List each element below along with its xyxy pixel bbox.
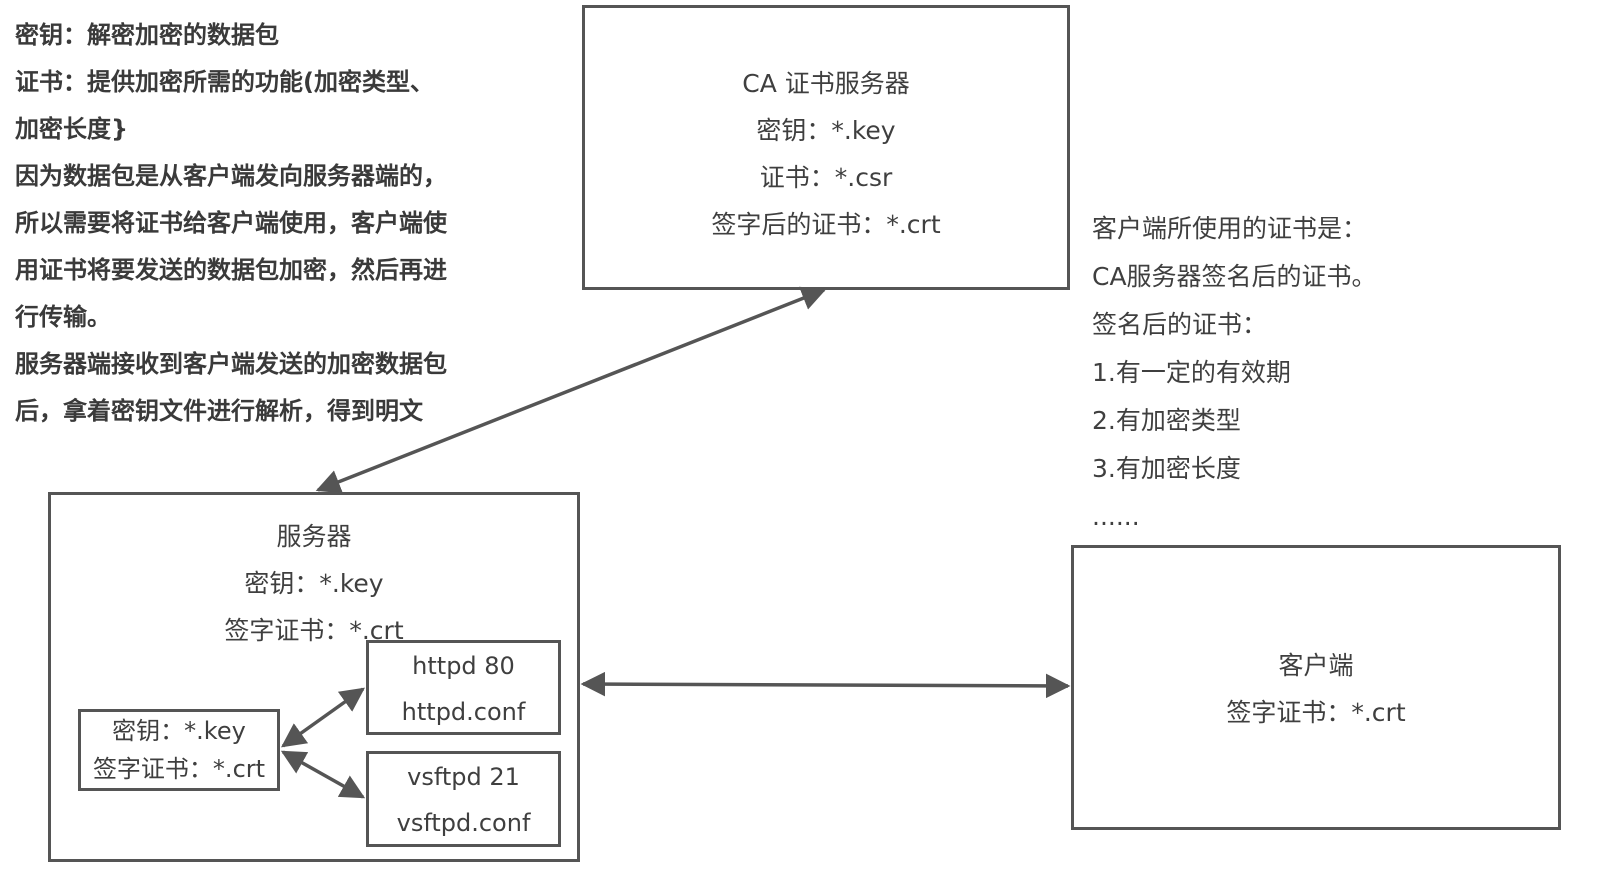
ca-key: 密钥：*.key (756, 116, 896, 145)
note-line: 用证书将要发送的数据包加密，然后再进 (15, 256, 447, 284)
client-title: 客户端 (1278, 651, 1354, 680)
server-title: 服务器 (276, 522, 352, 551)
httpd-box: httpd 80 httpd.conf (366, 640, 561, 735)
ca-title: CA 证书服务器 (742, 69, 910, 98)
explanation-notes: 密钥：解密加密的数据包 证书：提供加密所需的功能(加密类型、 加密长度} 因为数… (15, 12, 525, 435)
arrow-server-client (580, 671, 1071, 699)
client-crt: 签字证书：*.crt (1226, 698, 1406, 727)
note-line: 所以需要将证书给客户端使用，客户端使 (15, 209, 447, 237)
httpd-conf: httpd.conf (401, 698, 526, 726)
note-line: 因为数据包是从客户端发向服务器端的， (15, 162, 447, 190)
side-note-line: CA服务器签名后的证书。 (1092, 262, 1377, 291)
arrow-key-httpd (281, 687, 365, 748)
note-line: 密钥：解密加密的数据包 (15, 21, 279, 49)
arrow-key-vsftpd (280, 750, 366, 799)
vsftpd-conf: vsftpd.conf (396, 809, 531, 837)
server-key: 密钥：*.key (244, 569, 384, 598)
httpd-port: httpd 80 (412, 652, 515, 680)
vsftpd-port: vsftpd 21 (407, 763, 520, 791)
note-line: 行传输。 (15, 303, 111, 331)
keybox-crt: 签字证书：*.crt (92, 755, 266, 783)
certificate-notes: 客户端所使用的证书是： CA服务器签名后的证书。 签名后的证书： 1.有一定的有… (1092, 205, 1552, 541)
note-line: 证书：提供加密所需的功能(加密类型、 (15, 68, 434, 96)
ca-server-box: CA 证书服务器 密钥：*.key 证书：*.csr 签字后的证书：*.crt (582, 5, 1070, 290)
note-line: 加密长度} (15, 115, 129, 143)
side-note-line: 客户端所使用的证书是： (1092, 214, 1368, 243)
ca-crt: 签字后的证书：*.crt (711, 210, 941, 239)
side-note-line: 3.有加密长度 (1092, 454, 1241, 483)
side-note-line: 1.有一定的有效期 (1092, 358, 1291, 387)
side-note-line: ...... (1092, 502, 1140, 531)
ca-csr: 证书：*.csr (759, 163, 893, 192)
vsftpd-box: vsftpd 21 vsftpd.conf (366, 751, 561, 847)
side-note-line: 2.有加密类型 (1092, 406, 1241, 435)
key-cert-box: 密钥：*.key 签字证书：*.crt (78, 709, 280, 791)
client-box: 客户端 签字证书：*.crt (1071, 545, 1561, 830)
side-note-line: 签名后的证书： (1092, 310, 1268, 339)
keybox-key: 密钥：*.key (112, 717, 246, 745)
arrow-server-ca (315, 286, 827, 494)
